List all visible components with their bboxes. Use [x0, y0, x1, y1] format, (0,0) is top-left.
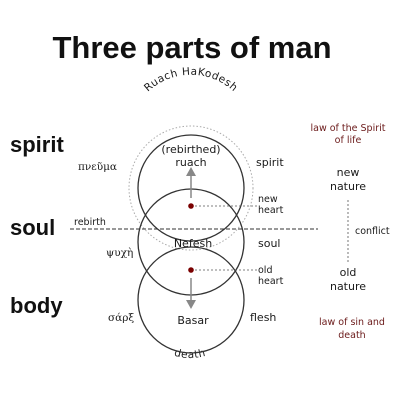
new-heart-line2: heart: [258, 205, 284, 216]
soul-side-label: soul: [258, 237, 281, 250]
old-heart-line1: old: [258, 265, 272, 276]
nefesh-label: Nefesh: [174, 237, 212, 250]
flesh-label: flesh: [250, 311, 276, 324]
down-arrow-icon: [186, 300, 196, 309]
new-heart-dot: [188, 203, 194, 209]
basar-label: Basar: [177, 314, 209, 327]
old-heart-dot: [188, 267, 194, 273]
old-heart-line2: heart: [258, 276, 284, 287]
pneuma-label: πνεῦμα: [78, 161, 117, 173]
conflict-label: conflict: [355, 226, 390, 237]
diagram-title: Three parts of man: [52, 30, 331, 65]
law-sin-line2: death: [338, 330, 365, 341]
old-nature-line2: nature: [330, 280, 366, 293]
body-circle: [137, 246, 245, 354]
sarx-label: σάρξ: [108, 312, 134, 324]
law-spirit-line2: of life: [335, 135, 362, 146]
law-sin-line1: law of sin and: [319, 317, 385, 328]
spirit-circle: [137, 134, 245, 242]
law-spirit-line1: law of the Spirit: [310, 123, 385, 134]
rebirthed-label: (rebirthed): [161, 143, 220, 156]
spirit-side-label: spirit: [256, 156, 284, 169]
holy-spirit-halo: [128, 125, 254, 251]
soul-label: soul: [10, 215, 55, 240]
new-nature-line2: nature: [330, 180, 366, 193]
death-label: death: [173, 347, 207, 361]
spirit-label: spirit: [10, 132, 64, 157]
old-nature-line1: old: [340, 266, 357, 279]
rebirth-label: rebirth: [74, 217, 106, 228]
up-arrow-icon: [186, 167, 196, 176]
ruach-label: ruach: [175, 156, 206, 169]
new-heart-line1: new: [258, 194, 278, 205]
psyche-label: ψυχὴ: [106, 246, 133, 259]
ruach-hakodesh-label: Ruach HaKodesh: [142, 66, 240, 94]
body-label: body: [10, 293, 63, 318]
new-nature-line1: new: [337, 166, 360, 179]
